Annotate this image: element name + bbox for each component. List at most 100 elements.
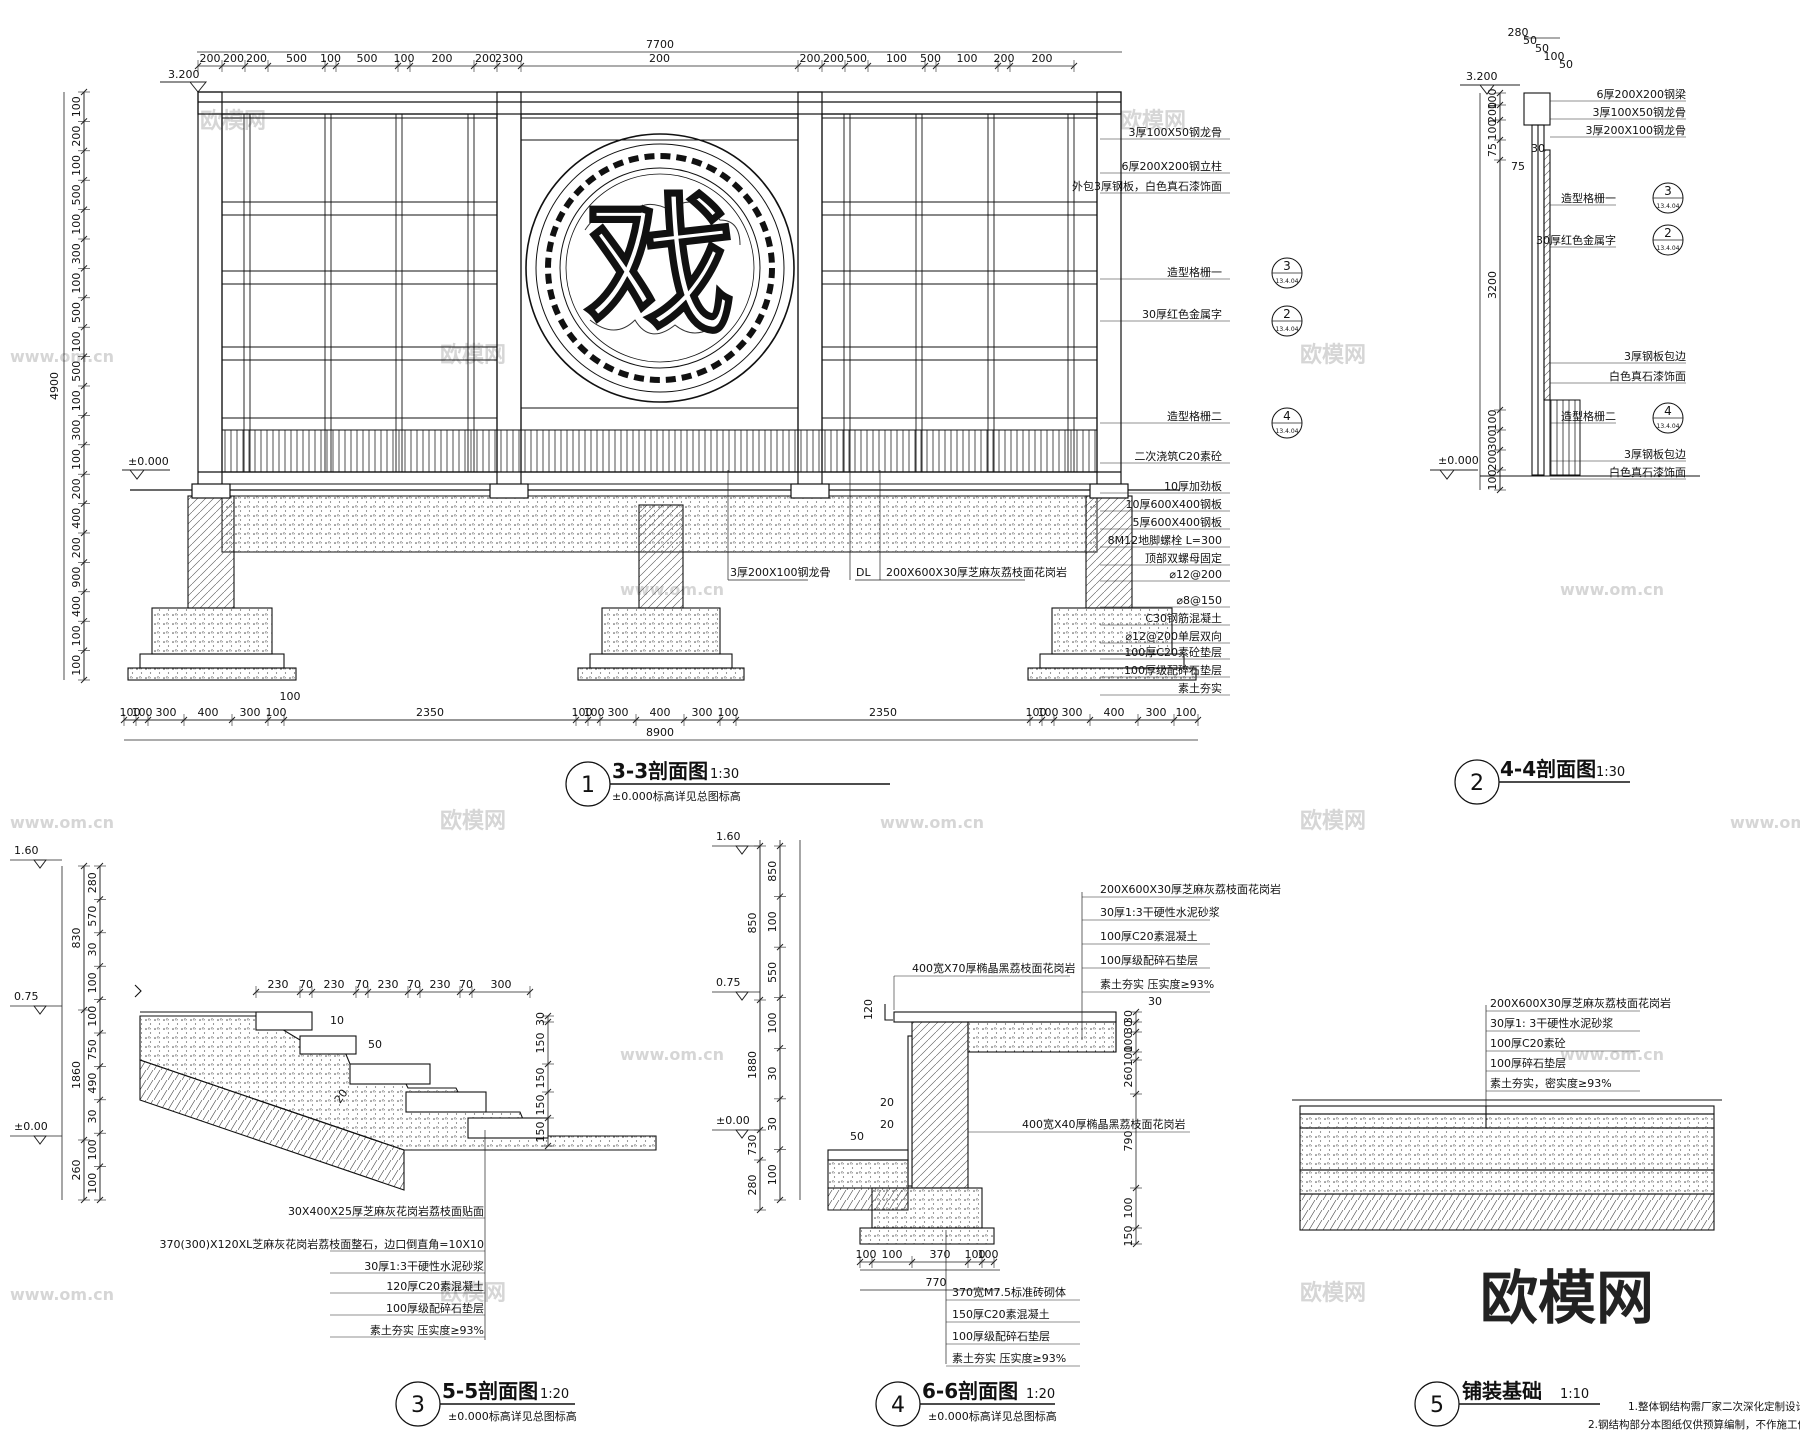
drawings-d4-right_dims-5: 790	[1122, 1131, 1135, 1152]
drawings-d1-bottom_dims-15: 100	[1038, 706, 1059, 719]
d3-label-2: 30厚1:3干硬性水泥砂浆	[364, 1259, 484, 1273]
d4-small-4: 30	[1148, 995, 1162, 1008]
d3-title-block: 3 5-5剖面图 1:20 ±0.000标高详见总图标高	[395, 1379, 577, 1427]
d4-small-1: 20	[880, 1096, 894, 1109]
d1-title: 3-3剖面图	[612, 759, 708, 783]
d4-scale: 1:20	[1026, 1387, 1055, 1402]
d1-label-12: ⌀12@200	[1169, 568, 1222, 581]
drawings-d4-left_inner-4: 30	[766, 1067, 779, 1081]
watermark-5: 欧模网	[1300, 808, 1366, 834]
drawings-d1-left_dims-16: 900	[70, 567, 83, 588]
drawings-d1-left_dims-12: 100	[70, 449, 83, 470]
drawings-d1-left_dims-17: 400	[70, 596, 83, 617]
d1-top-total: 7700	[646, 38, 674, 51]
drawings-d1-top_dims-8: 200	[475, 52, 496, 65]
drawings-d1-top_dims-0: 200	[200, 52, 221, 65]
d2-callouts-bot-0: 13.4.04	[1657, 203, 1680, 210]
watermark-url-8: www.om.cn	[10, 1285, 114, 1304]
d5-material-labels: 200X600X30厚芝麻灰荔枝面花岗岩 30厚1: 3干硬性水泥砂浆 100厚C2…	[1486, 996, 1671, 1092]
d1-callouts-bot-0: 13.4.04	[1276, 278, 1299, 285]
drawings-d1-left_dims-5: 300	[70, 243, 83, 264]
watermark-0: 欧模网	[200, 108, 266, 134]
watermark-1: 欧模网	[1120, 108, 1186, 134]
drawings-d4-left_inner-2: 550	[766, 962, 779, 983]
watermark-url-4: www.om.cn	[880, 813, 984, 832]
drawings-d1-bottom_dims-14: 100	[1026, 706, 1047, 719]
d1-beam-labels: 3厚200X100钢龙骨 DL 200X600X30厚芝麻灰荔枝面花岗岩	[727, 470, 1067, 581]
d4-label-side: 400宽X40厚椭晶黑荔枝面花岗岩	[1022, 1117, 1186, 1131]
d3-material-labels: 30X400X25厚芝麻灰花岗岩荔枝面贴面370(300)X120XL芝麻灰花岗…	[159, 1204, 485, 1338]
drawings-d4-right_dims-0: 30	[1122, 1010, 1135, 1024]
drawings-d4-right_dims-7: 150	[1122, 1226, 1135, 1247]
drawings-d3-top_dims-6: 230	[430, 978, 451, 991]
d5-label-2: 100厚C20素砼	[1490, 1037, 1566, 1050]
drawings-d1-bottom_dims-13: 2350	[869, 706, 897, 719]
drawings-d3-left_inner-7: 30	[86, 1110, 99, 1124]
d1-label-11: 顶部双螺母固定	[1145, 551, 1222, 565]
drawings-d1-left_dims-2: 100	[70, 155, 83, 176]
drawings-d1-top_dims-14: 100	[886, 52, 907, 65]
d2-title-block: 2 4-4剖面图 1:30	[1454, 757, 1630, 805]
watermark-url-6: www.om.cn	[620, 1045, 724, 1064]
drawings-d1-bottom_dims-2: 300	[156, 706, 177, 719]
drawings-d3-left_inner-6: 490	[86, 1073, 99, 1094]
d4-elev-2: ±0.00	[716, 1114, 750, 1127]
drawings-d1-bottom_dims-17: 400	[1104, 706, 1125, 719]
d4-label-bottom-2: 100厚级配碎石垫层	[952, 1329, 1050, 1343]
d4-label-bottom-1: 150厚C20素混凝土	[952, 1307, 1050, 1321]
note-2: 2.钢结构部分本图纸仅供预算编制，不作施工依据。	[1588, 1418, 1800, 1431]
drawings-d4-bottom_dims-1: 100	[882, 1248, 903, 1261]
drawings-d3-left_inner-5: 750	[86, 1039, 99, 1060]
d3-elev-2: ±0.00	[14, 1120, 48, 1133]
d3-elev-0: 1.60	[14, 844, 39, 857]
drawings-d4-right_dims-1: 30	[1122, 1020, 1135, 1034]
d2-callouts-bot-1: 13.4.04	[1657, 245, 1680, 252]
d2-label-6: 白色真石漆饰面	[1609, 369, 1686, 383]
drawings-d1-bottom_dims-7: 100	[572, 706, 593, 719]
drawings-d1-top_dims-16: 100	[957, 52, 978, 65]
general-notes: 1.整体钢结构需厂家二次深化定制设计。 2.钢结构部分本图纸仅供预算编制，不作施…	[1588, 1400, 1800, 1431]
drawings-d1-left_dims-0: 100	[70, 96, 83, 117]
d5-title-block: 5 铺装基础 1:10	[1414, 1379, 1600, 1427]
d5-label-1: 30厚1: 3干硬性水泥砂浆	[1490, 1016, 1613, 1030]
d4-elev-1: 0.75	[716, 976, 741, 989]
drawings-d3-top_dims-5: 70	[407, 978, 421, 991]
drawings-d1-left_dims-9: 500	[70, 361, 83, 382]
d1-callouts-top-0: 3	[1283, 259, 1291, 273]
d4-label-top-3: 100厚级配碎石垫层	[1100, 953, 1198, 967]
drawings-d4-right_dims-4: 260	[1122, 1067, 1135, 1088]
d1-label-16: 100厚C20素砼垫层	[1124, 645, 1222, 659]
drawings-d3-top_dims-7: 70	[459, 978, 473, 991]
d1-left-dimensions: 1002001005001003001005001005001003001002…	[70, 88, 90, 684]
drawings-d1-left_dims-8: 100	[70, 331, 83, 352]
drawings-d3-top_dims-0: 230	[268, 978, 289, 991]
d1-callouts-bot-2: 13.4.04	[1276, 428, 1299, 435]
drawings-d1-bottom_dims-3: 400	[198, 706, 219, 719]
d4-small-3: 50	[850, 1130, 864, 1143]
d2-callouts-top-2: 4	[1664, 404, 1672, 418]
drawings-d1-bottom_dims-16: 300	[1062, 706, 1083, 719]
drawings-d4-left_inner-6: 100	[766, 1164, 779, 1185]
d2-label-7: 造型格栅二	[1561, 409, 1616, 423]
d2-callouts-top-0: 3	[1664, 184, 1672, 198]
drawings-d1-bottom_dims-4: 300	[240, 706, 261, 719]
drawings-d1-top_dims-9: 2300	[495, 52, 523, 65]
drawings-d4-bottom_dims-4: 100	[978, 1248, 999, 1261]
drawings-d3-left_outer-0: 830	[70, 928, 83, 949]
drawings-d1-top_dims-15: 500	[920, 52, 941, 65]
d1-left-total: 4900	[48, 372, 61, 400]
d4-label-bottom-0: 370宽M7.5标准砖砌体	[952, 1285, 1066, 1299]
d3-title: 5-5剖面图	[442, 1379, 538, 1403]
drawings-d2-left_dims-1: 200	[1486, 102, 1499, 123]
d3-label-0: 30X400X25厚芝麻灰花岗岩荔枝面贴面	[288, 1204, 484, 1218]
d5-label-0: 200X600X30厚芝麻灰荔枝面花岗岩	[1490, 996, 1671, 1010]
d1-beam-label-1: DL	[856, 566, 871, 579]
d1-callouts-top-2: 4	[1283, 409, 1291, 423]
d2-label-5: 3厚钢板包边	[1624, 349, 1686, 363]
d1-label-13: ⌀8@150	[1176, 594, 1222, 607]
